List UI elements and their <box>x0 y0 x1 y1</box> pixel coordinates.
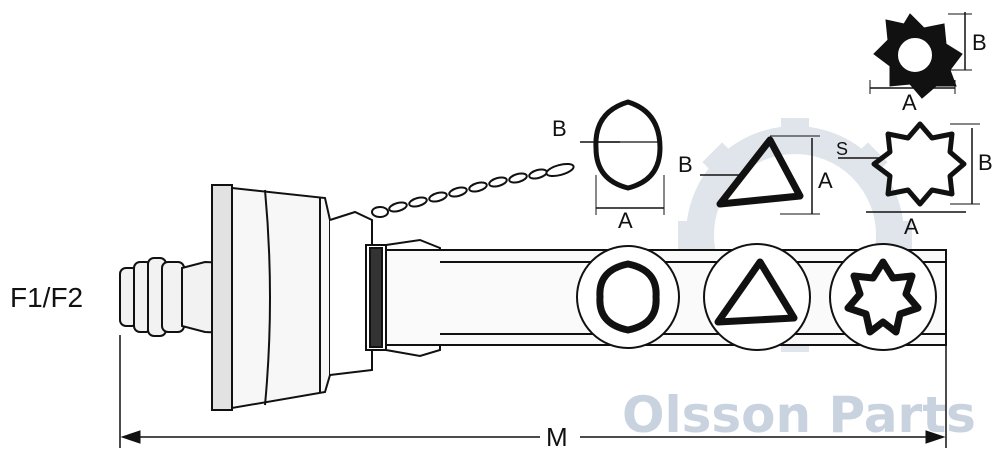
watermark-text: Olsson Parts <box>622 386 976 444</box>
yoke-assembly <box>119 184 441 411</box>
dim-a-tr: A <box>902 90 917 115</box>
profile-star <box>838 121 980 213</box>
profile-lemon <box>580 99 665 215</box>
dim-b-tr: B <box>972 30 987 55</box>
profile-spline-tr <box>869 12 972 99</box>
dim-m-label: M <box>546 422 568 452</box>
dim-a-star: A <box>904 214 919 239</box>
dim-b-lemon: B <box>552 116 567 141</box>
m-dimension-line <box>119 335 947 448</box>
dim-b-triangle: B <box>678 152 693 177</box>
tube-profile-lemon <box>576 245 680 349</box>
dim-a-triangle: A <box>818 168 833 193</box>
f1f2-label: F1/F2 <box>10 282 83 313</box>
profile-triangle <box>700 135 820 215</box>
tube-profile-triangle <box>703 243 811 351</box>
dim-b-star: B <box>978 150 993 175</box>
tube-profile-star <box>829 243 937 351</box>
safety-chain <box>371 162 575 218</box>
dim-a-lemon: A <box>618 208 633 233</box>
dim-s-star: S <box>836 139 848 159</box>
